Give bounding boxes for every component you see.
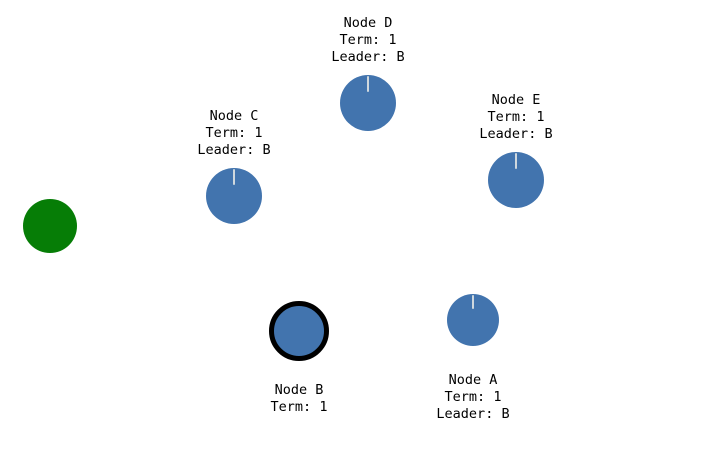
- node-b-name: Node B: [274, 382, 324, 398]
- node-c-name: Node C: [209, 108, 259, 124]
- node-c-election-timer-hand: [233, 169, 235, 185]
- node-a-election-timer-hand: [472, 295, 474, 309]
- node-c-term: Term: 1: [205, 125, 263, 141]
- node-a-leader: Leader: B: [436, 406, 510, 422]
- node-e-name: Node E: [491, 92, 541, 108]
- node-c-leader: Leader: B: [197, 142, 271, 158]
- node-d-term: Term: 1: [339, 32, 397, 48]
- node-a-term: Term: 1: [444, 389, 502, 405]
- node-a-name: Node A: [448, 372, 498, 388]
- node-d-name: Node D: [343, 15, 393, 31]
- node-d-election-timer-hand: [367, 76, 369, 92]
- node-b-circle[interactable]: [269, 301, 329, 361]
- client-node-circle[interactable]: [23, 199, 77, 253]
- node-b-term: Term: 1: [270, 399, 328, 415]
- node-e-term: Term: 1: [487, 109, 545, 125]
- node-d-leader: Leader: B: [331, 49, 405, 65]
- node-e-leader: Leader: B: [479, 126, 553, 142]
- node-e-election-timer-hand: [515, 153, 517, 169]
